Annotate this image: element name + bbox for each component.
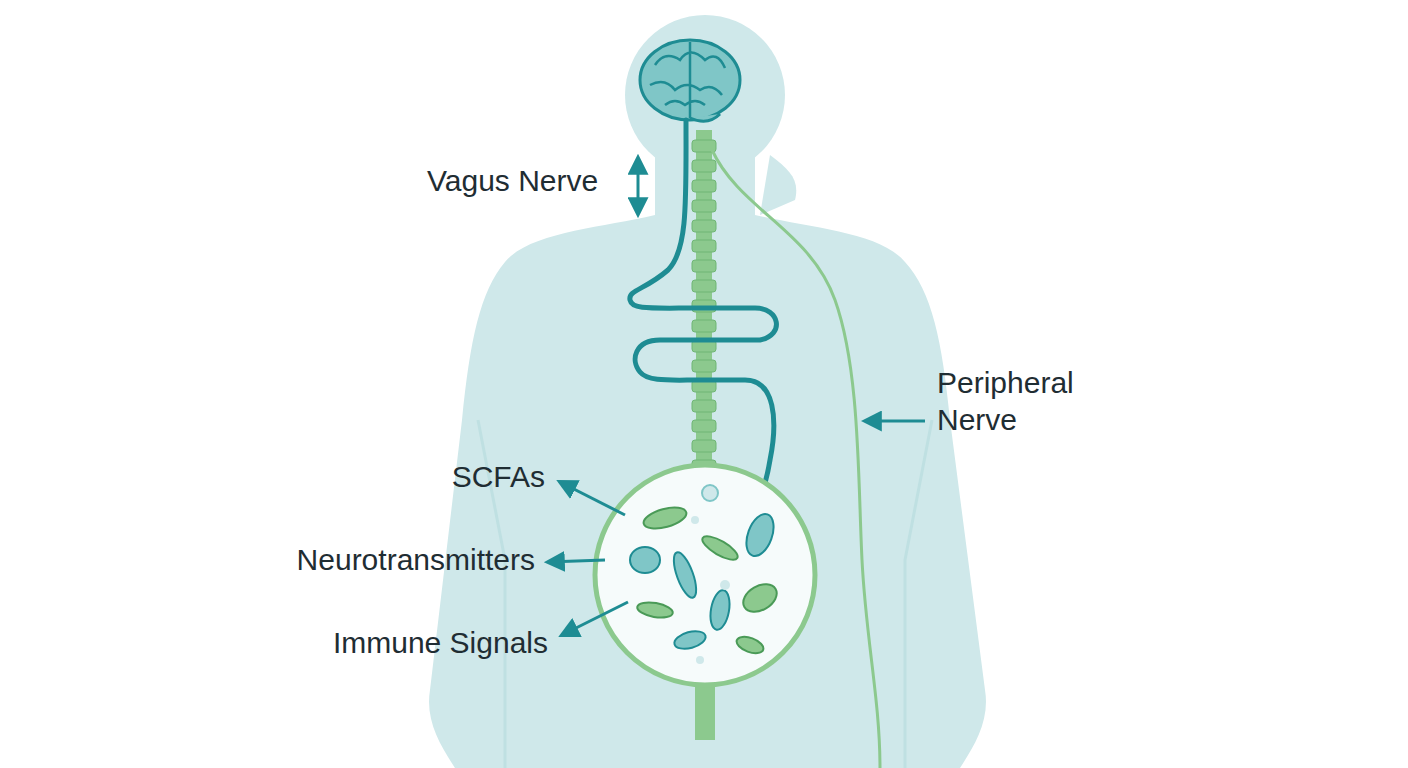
signal-label: SCFAs	[452, 458, 545, 495]
nerve-label: Vagus Nerve	[427, 162, 598, 199]
brain	[640, 40, 740, 121]
signal-label: Neurotransmitters	[297, 541, 535, 578]
signal-label: Immune Signals	[333, 624, 548, 661]
vagus-nerve	[630, 120, 777, 520]
nerve-label: Peripheral Nerve	[937, 364, 1107, 438]
spine	[692, 130, 716, 472]
pointer-arrows	[548, 158, 925, 635]
